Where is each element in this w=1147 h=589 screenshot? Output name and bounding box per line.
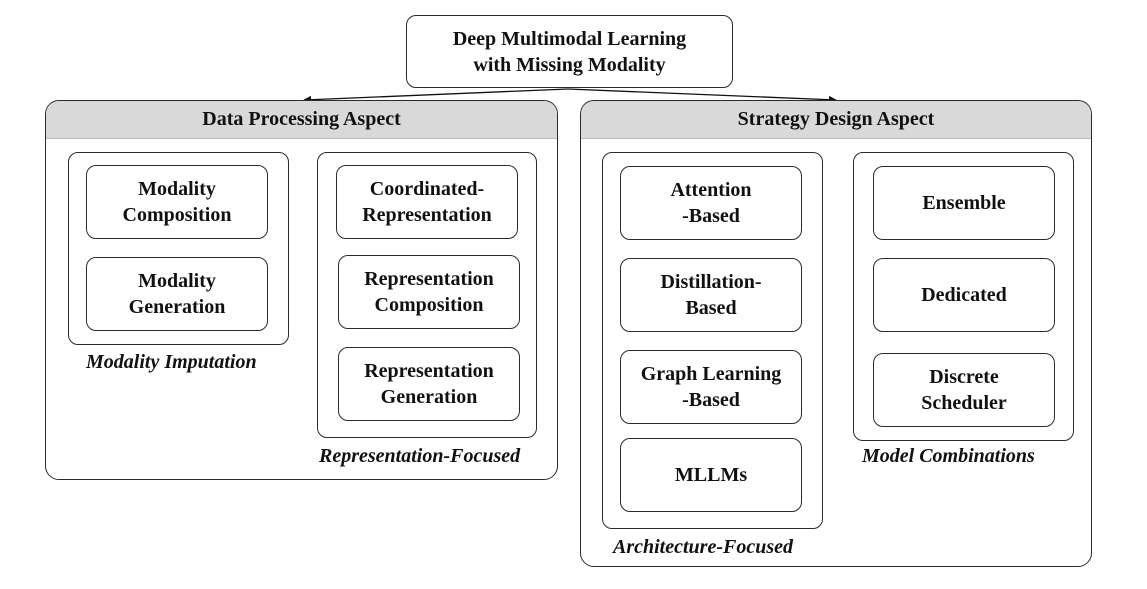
discrete-scheduler-node: Discrete Scheduler [873, 353, 1055, 427]
distillation-based-node: Distillation- Based [620, 258, 802, 332]
modality-generation-node: Modality Generation [86, 257, 268, 331]
representation-generation-node: Representation Generation [338, 347, 520, 421]
representation-focused-caption: Representation-Focused [319, 445, 521, 467]
arrow-to-strategy-design [567, 88, 837, 104]
coordinated-representation-node: Coordinated- Representation [336, 165, 518, 239]
data-processing-title: Data Processing Aspect [46, 101, 557, 139]
model-combinations-caption: Model Combinations [862, 445, 1035, 467]
representation-composition-node: Representation Composition [338, 255, 520, 329]
ensemble-node: Ensemble [873, 166, 1055, 240]
attention-based-node: Attention -Based [620, 166, 802, 240]
strategy-design-title: Strategy Design Aspect [581, 101, 1091, 139]
root-node: Deep Multimodal Learning with Missing Mo… [406, 15, 733, 88]
modality-imputation-caption: Modality Imputation [86, 351, 257, 373]
mllms-node: MLLMs [620, 438, 802, 512]
graph-learning-based-node: Graph Learning -Based [620, 350, 802, 424]
architecture-focused-caption: Architecture-Focused [613, 536, 793, 558]
arrow-to-data-processing [303, 88, 569, 104]
dedicated-node: Dedicated [873, 258, 1055, 332]
modality-composition-node: Modality Composition [86, 165, 268, 239]
